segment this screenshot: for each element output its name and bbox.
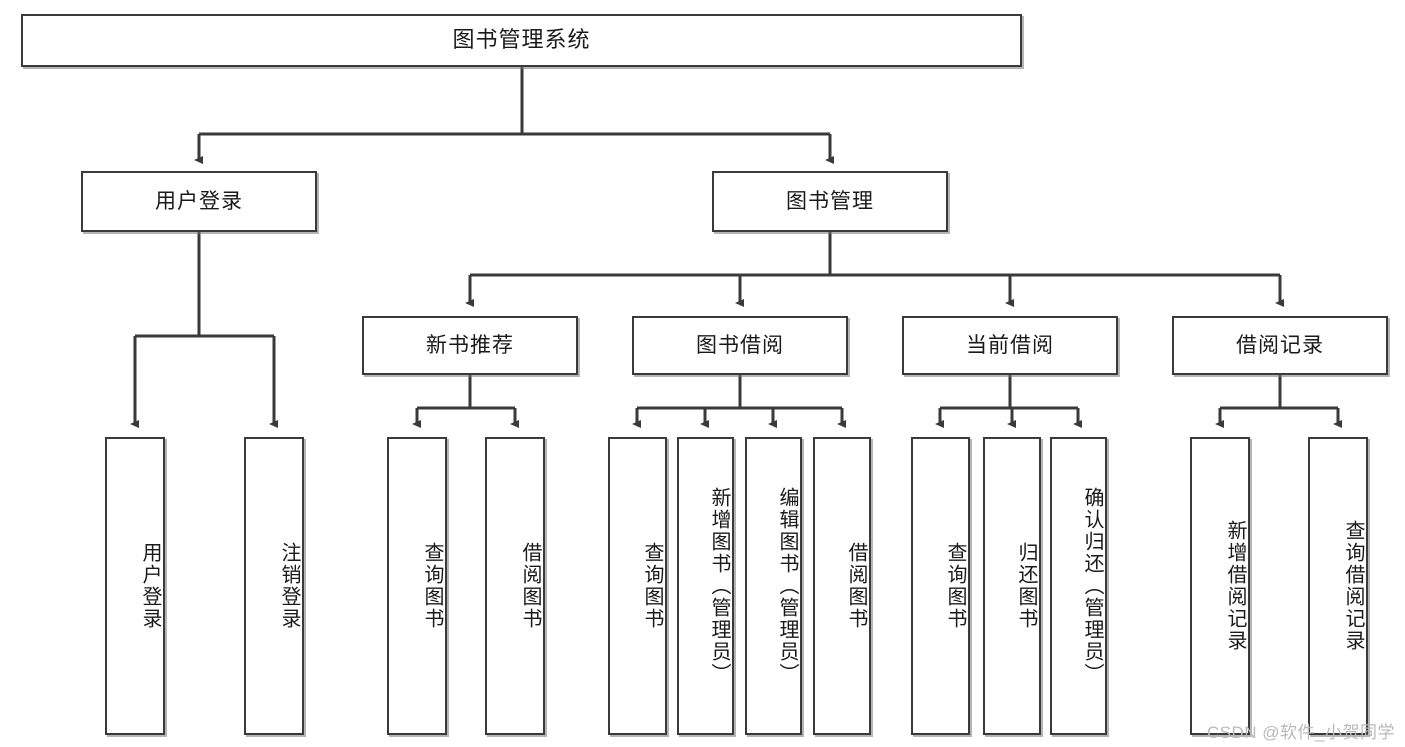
node-leaf-add-borrow-record[interactable]: 新增借阅记录 bbox=[1190, 437, 1250, 735]
node-leaf-user-login[interactable]: 用户登录 bbox=[105, 437, 165, 735]
node-new-book-recommend[interactable]: 新书推荐 bbox=[362, 316, 578, 375]
watermark: CSDN @软件_小贺同学 bbox=[1206, 723, 1395, 742]
node-label: 查询图书 bbox=[641, 542, 663, 630]
node-leaf-query-borrow-record[interactable]: 查询借阅记录 bbox=[1308, 437, 1368, 735]
node-book-borrow[interactable]: 图书借阅 bbox=[632, 316, 848, 375]
node-leaf-borrow-book-b[interactable]: 借阅图书 bbox=[813, 437, 871, 735]
node-leaf-logout[interactable]: 注销登录 bbox=[244, 437, 304, 735]
node-root-system[interactable]: 图书管理系统 bbox=[21, 14, 1022, 67]
node-leaf-edit-book-admin[interactable]: 编辑图书（管理员） bbox=[745, 437, 802, 735]
node-label: 注销登录 bbox=[278, 542, 300, 630]
node-label: 确认归还（管理员） bbox=[1081, 487, 1103, 685]
node-borrow-record[interactable]: 借阅记录 bbox=[1172, 316, 1388, 375]
node-label: 用户登录 bbox=[139, 542, 161, 630]
node-leaf-query-book-a[interactable]: 查询图书 bbox=[387, 437, 447, 735]
node-leaf-add-book-admin[interactable]: 新增图书（管理员） bbox=[677, 437, 734, 735]
node-label: 新增图书（管理员） bbox=[708, 487, 730, 685]
node-label: 新增借阅记录 bbox=[1224, 520, 1246, 652]
node-leaf-return-book[interactable]: 归还图书 bbox=[983, 437, 1041, 735]
node-label: 查询图书 bbox=[944, 542, 966, 630]
node-leaf-confirm-return-admin[interactable]: 确认归还（管理员） bbox=[1050, 437, 1107, 735]
node-current-borrow[interactable]: 当前借阅 bbox=[902, 316, 1118, 375]
node-leaf-borrow-book-a[interactable]: 借阅图书 bbox=[485, 437, 545, 735]
node-label: 编辑图书（管理员） bbox=[776, 487, 798, 685]
node-leaf-query-book-b[interactable]: 查询图书 bbox=[608, 437, 667, 735]
node-leaf-query-book-c[interactable]: 查询图书 bbox=[911, 437, 970, 735]
node-label: 借阅图书 bbox=[519, 542, 541, 630]
node-label: 归还图书 bbox=[1015, 542, 1037, 630]
node-label: 查询借阅记录 bbox=[1342, 520, 1364, 652]
node-label: 借阅图书 bbox=[845, 542, 867, 630]
node-label: 查询图书 bbox=[421, 542, 443, 630]
node-user-login[interactable]: 用户登录 bbox=[81, 171, 317, 232]
node-book-manage[interactable]: 图书管理 bbox=[712, 171, 948, 232]
